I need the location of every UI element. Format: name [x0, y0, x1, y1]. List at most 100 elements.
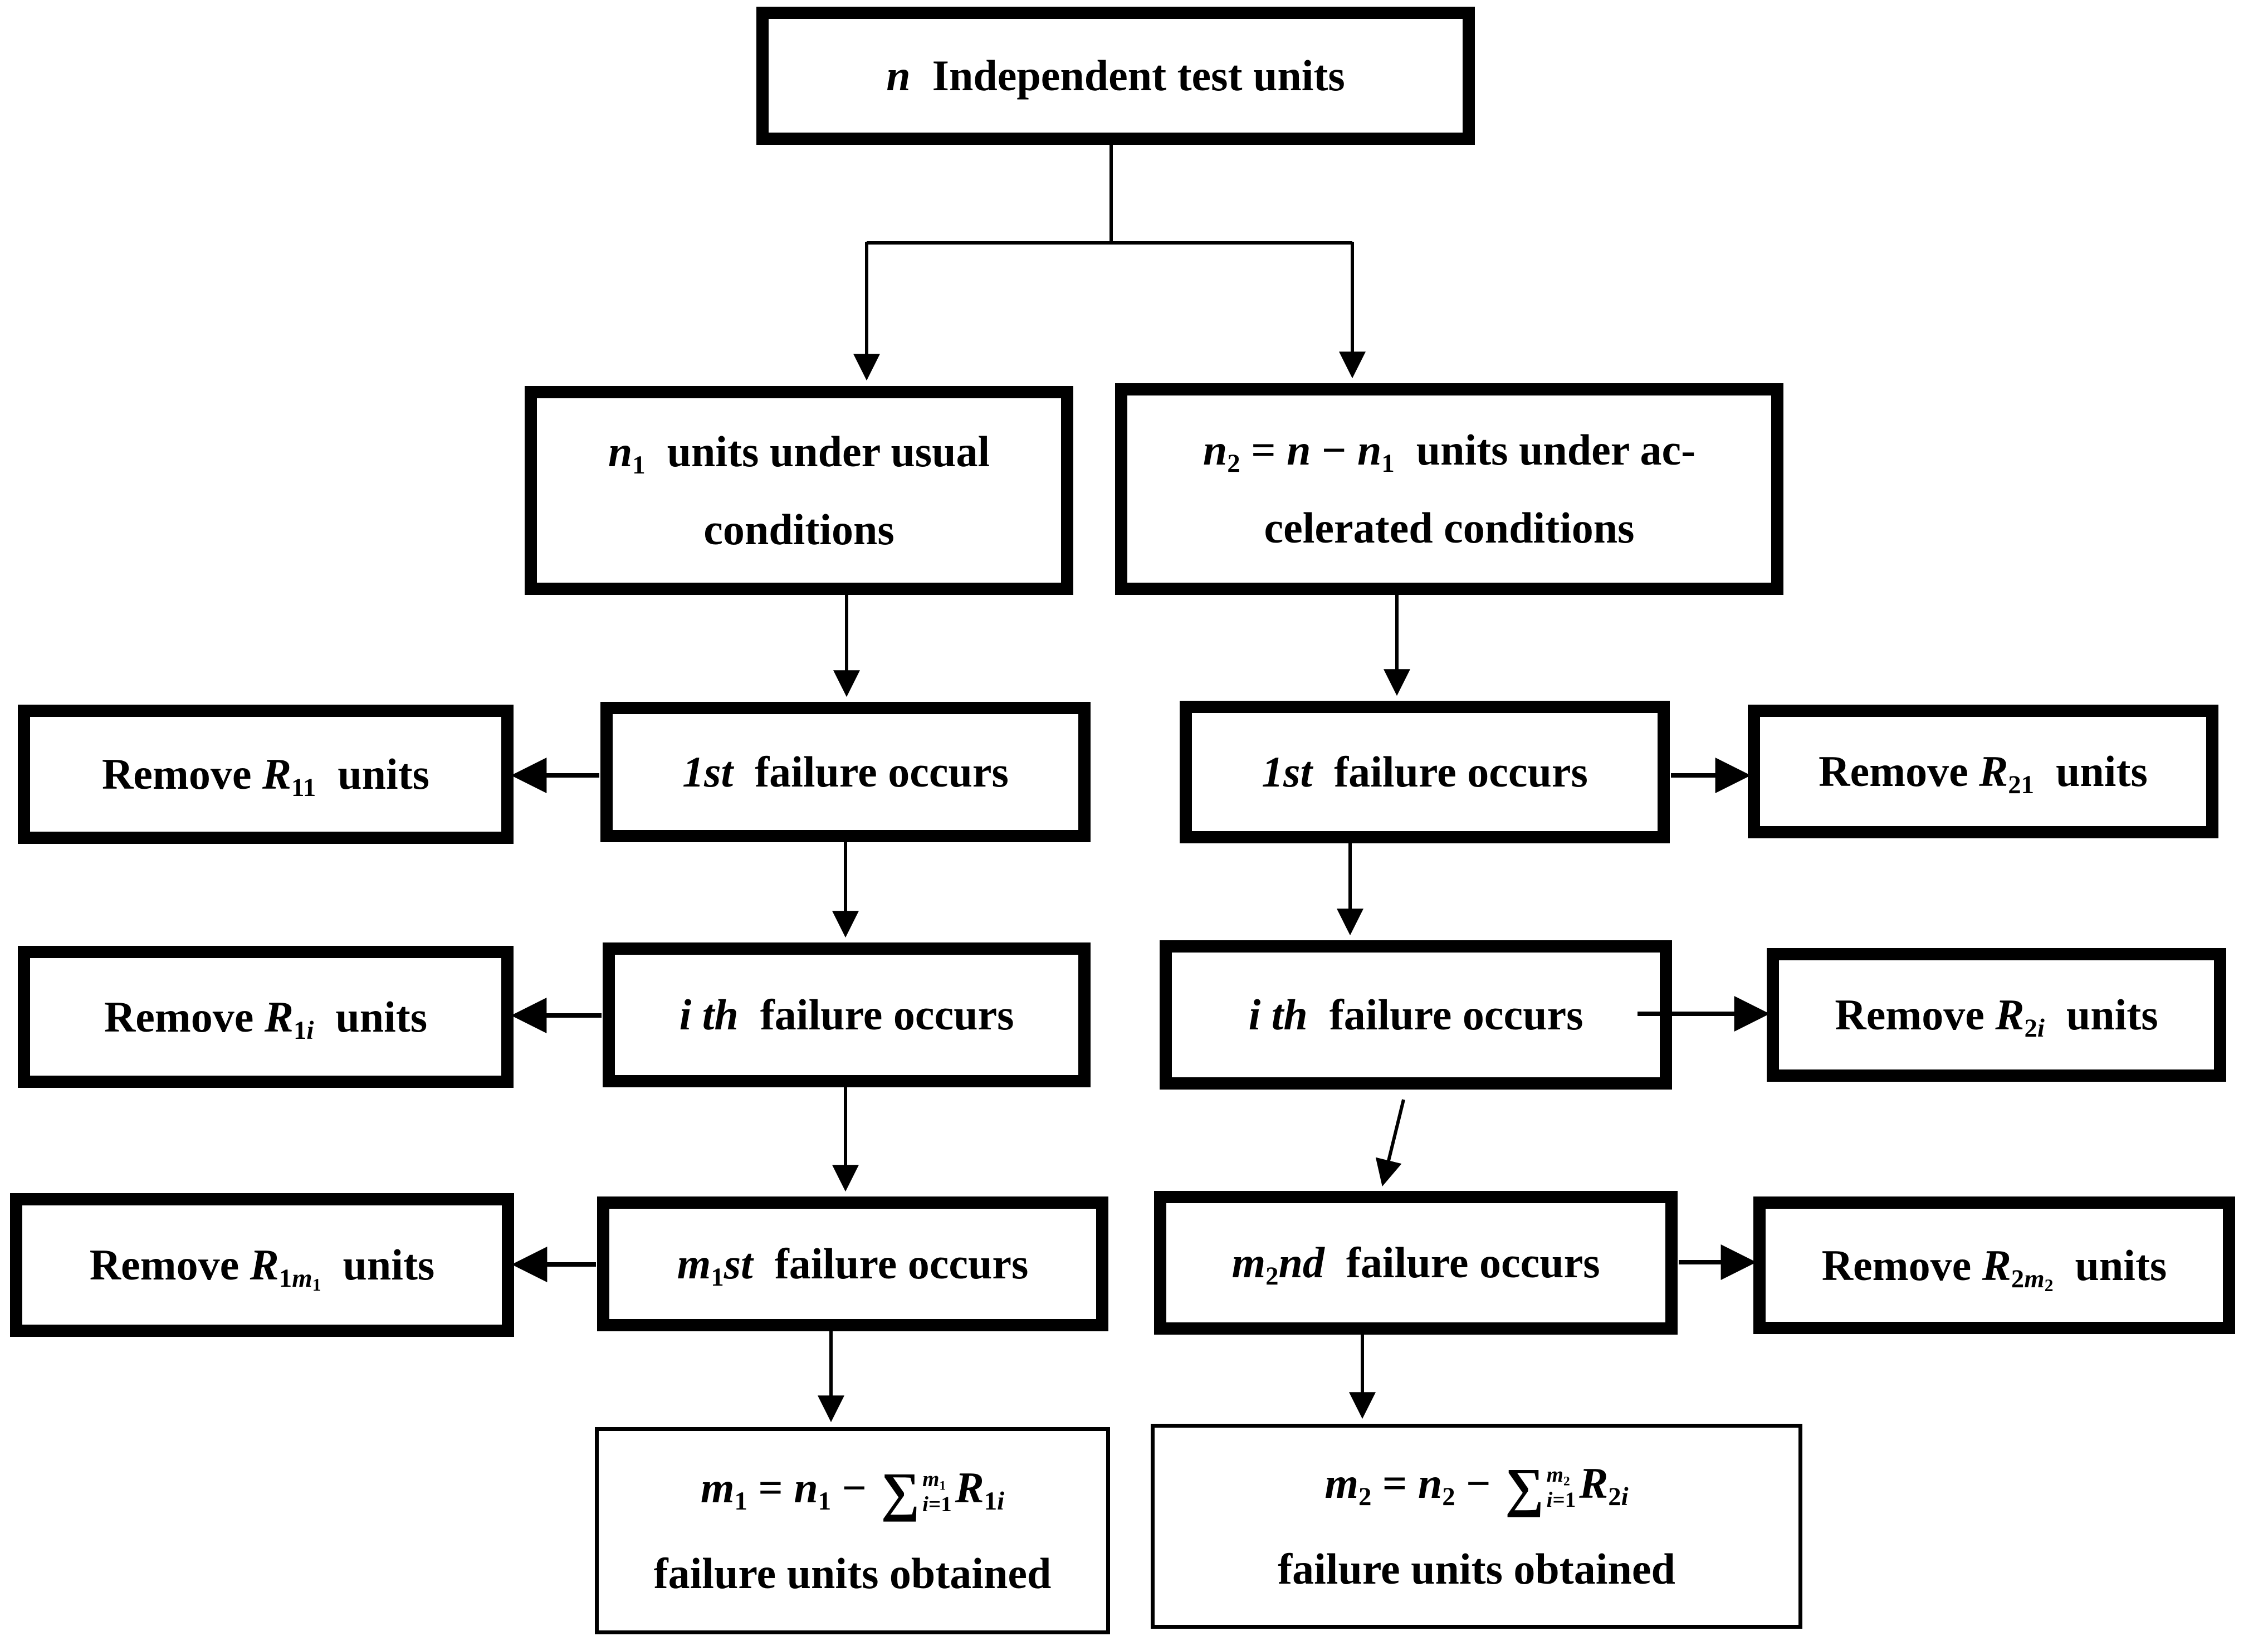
label-units: units — [316, 750, 430, 798]
sub-sub: 2 — [2044, 1275, 2054, 1295]
node-label: n2 = n − n1 units under ac- — [1203, 426, 1696, 477]
label-text: failure occurs — [738, 990, 1014, 1039]
limit-lower: i=1 — [1547, 1488, 1576, 1513]
node-label: Remove R21 units — [1819, 747, 2148, 798]
var-r-sub: 2i — [2024, 1014, 2044, 1043]
node-accelerated-conditions: n2 = n − n1 units under ac- celerated co… — [1115, 383, 1783, 595]
limit-upper: m1 — [922, 1467, 952, 1492]
ordinal: 1st — [1262, 748, 1313, 796]
var-m2: m — [1324, 1459, 1358, 1508]
node-label: n Independent test units — [886, 54, 1345, 97]
node-label: Remove R1i units — [104, 992, 428, 1043]
var-r: R — [264, 992, 294, 1041]
node-first-failure-usual: 1st failure occurs — [600, 702, 1091, 842]
node-label: 1st failure occurs — [1262, 750, 1588, 794]
node-label: i th failure occurs — [680, 993, 1014, 1037]
node-label: Remove R2m2 units — [1821, 1240, 2167, 1294]
sub-var: i — [1621, 1482, 1629, 1512]
ordinal-suffix: st — [724, 1239, 753, 1288]
var-r-sub: 1i — [984, 1487, 1004, 1516]
var-n: n — [1287, 426, 1311, 474]
var-r-sub: 21 — [2008, 770, 2034, 799]
label-text: Remove — [104, 992, 265, 1041]
node-remove-r21: Remove R21 units — [1748, 705, 2218, 838]
node-first-failure-accelerated: 1st failure occurs — [1180, 701, 1670, 843]
var-n1: n — [608, 427, 633, 476]
var-r: R — [1982, 1240, 2011, 1290]
sub-digits: 2 — [2024, 1014, 2037, 1043]
equals-sign: = — [1240, 426, 1287, 474]
var-n1-sub: 1 — [818, 1487, 832, 1516]
ordinal-suffix: nd — [1278, 1238, 1324, 1287]
var-n2-sub: 2 — [1442, 1482, 1455, 1512]
var-r-sub: 1i — [294, 1016, 314, 1045]
sub-digits: 11 — [291, 773, 316, 803]
limit-upper-var: m — [922, 1467, 940, 1492]
label-text-2: celerated conditions — [1264, 504, 1635, 552]
label-text-2: conditions — [703, 505, 895, 554]
var-n1: n — [1357, 426, 1382, 474]
sub-digits: 1 — [278, 1264, 292, 1293]
node-label: Remove R1m1 units — [89, 1240, 435, 1294]
node-usual-conditions: n1 units under usual conditions — [525, 386, 1073, 595]
var-n1: n — [794, 1463, 818, 1512]
label-text: units under ac- — [1394, 426, 1696, 474]
label-text: Remove — [1821, 1240, 1982, 1290]
label-text: Independent test units — [910, 51, 1345, 100]
label-text: failure occurs — [1312, 748, 1588, 796]
limit-lower: i=1 — [922, 1492, 952, 1517]
node-remove-r1m1: Remove R1m1 units — [10, 1193, 514, 1337]
label-units: units — [2044, 990, 2158, 1039]
label-text: units under usual — [645, 427, 990, 476]
var-r-sub: 2i — [1608, 1482, 1628, 1511]
minus-sign: − — [831, 1463, 878, 1512]
label-text: Remove — [101, 750, 263, 798]
var-r: R — [262, 750, 292, 798]
ordinal: m — [677, 1239, 711, 1288]
label-units: units — [2053, 1240, 2167, 1290]
var-n1-sub: 1 — [632, 450, 646, 480]
node-label: m1st failure occurs — [677, 1239, 1029, 1291]
node-remove-r1i: Remove R1i units — [18, 946, 514, 1088]
node-label: n1 units under usual — [608, 427, 990, 478]
limit-lower-var: i — [922, 1492, 928, 1517]
ordinal: i th — [679, 990, 739, 1039]
var-n2: n — [1418, 1459, 1443, 1508]
ordinal: 1st — [682, 748, 734, 796]
node-remove-r11: Remove R11 units — [18, 705, 514, 844]
label-units: units — [321, 1240, 435, 1289]
label-text: Remove — [1835, 990, 1996, 1039]
label-text-2: failure units obtained — [1278, 1544, 1675, 1593]
var-r-sub: 2m2 — [2011, 1264, 2054, 1295]
var-n2-sub: 2 — [1227, 449, 1240, 478]
sigma-icon: ∑ — [881, 1462, 920, 1522]
label-text-2: failure units obtained — [653, 1549, 1052, 1598]
sub-var: m — [2024, 1264, 2045, 1293]
node-independent-test-units: n Independent test units — [756, 7, 1475, 145]
sub-var: m — [292, 1264, 312, 1293]
ordinal-sub: 2 — [1265, 1262, 1279, 1291]
limit-upper: m2 — [1547, 1463, 1576, 1488]
label-text: Remove — [89, 1240, 250, 1289]
label-text: failure occurs — [752, 1239, 1029, 1288]
node-ith-failure-usual: i th failure occurs — [603, 942, 1091, 1087]
label-units: units — [314, 992, 428, 1041]
label-units: units — [2034, 747, 2148, 795]
var-r: R — [1579, 1459, 1609, 1508]
var-r-sub: 11 — [291, 773, 316, 802]
label-text: failure occurs — [1324, 1238, 1600, 1287]
node-label: i th failure occurs — [1249, 993, 1583, 1037]
sub-digits: 1 — [293, 1015, 307, 1045]
var-n1-sub: 1 — [1381, 449, 1395, 478]
var-r-sub: 1m1 — [278, 1264, 321, 1294]
var-m1-sub: 1 — [734, 1487, 747, 1516]
var-r: R — [250, 1240, 279, 1289]
